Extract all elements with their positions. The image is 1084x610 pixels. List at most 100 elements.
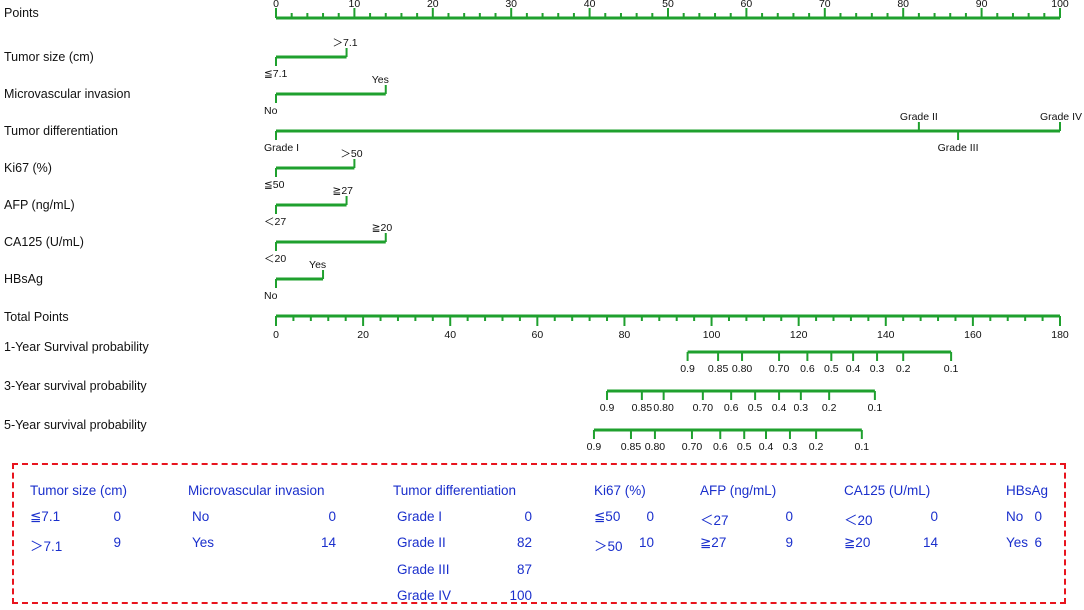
variable-level-label: ＜20 <box>264 253 286 265</box>
variable-level-label: ＞50 <box>340 148 362 160</box>
variable-row-label: Microvascular invasion <box>4 87 130 101</box>
legend-level-name: ＜20 <box>844 513 873 528</box>
survival-tick-label: 0.80 <box>732 363 753 375</box>
variable-row-label: AFP (ng/mL) <box>4 198 75 212</box>
legend-level-points: 0 <box>646 509 654 524</box>
variable-level-label: Grade II <box>900 111 938 123</box>
survival-tick-label: 0.2 <box>896 363 911 375</box>
survival-tick-label: 0.5 <box>824 363 839 375</box>
survival-tick-label: 0.80 <box>653 402 674 414</box>
legend-level-name: No <box>1006 509 1024 524</box>
legend-level-points: 6 <box>1034 535 1042 550</box>
survival-tick-label: 0.80 <box>645 441 666 453</box>
legend-column-header: Ki67 (%) <box>594 483 646 498</box>
legend-level-name: Yes <box>1006 535 1029 550</box>
legend-level-points: 0 <box>328 509 336 524</box>
legend-level-name: ＞7.1 <box>30 539 63 554</box>
survival-tick-label: 0.9 <box>680 363 695 375</box>
survival-row-label: 5-Year survival probability <box>4 418 147 432</box>
legend-column-header: CA125 (U/mL) <box>844 483 931 498</box>
total-points-tick-label: 60 <box>531 329 543 341</box>
survival-tick-label: 0.70 <box>693 402 714 414</box>
legend-level-points: 100 <box>509 588 532 603</box>
points-tick-label: 60 <box>741 0 753 10</box>
variable-level-label: Yes <box>309 259 326 271</box>
legend-column-header: Tumor differentiation <box>393 483 517 498</box>
points-tick-label: 90 <box>976 0 988 10</box>
variable-level-label: No <box>264 290 278 302</box>
legend-level-name: Grade III <box>397 562 450 577</box>
survival-tick-label: 0.6 <box>800 363 815 375</box>
variable-row-label: Ki67 (%) <box>4 161 52 175</box>
survival-tick-label: 0.85 <box>632 402 653 414</box>
variable-level-label: Grade III <box>938 142 979 154</box>
variable-level-label: ＞7.1 <box>333 37 358 49</box>
variable-level-label: ≦50 <box>264 179 285 191</box>
legend-level-points: 0 <box>524 509 532 524</box>
legend-level-name: Yes <box>192 535 215 550</box>
survival-tick-label: 0.70 <box>682 441 703 453</box>
total-points-tick-label: 180 <box>1051 329 1069 341</box>
legend-level-name: ≧27 <box>700 535 727 550</box>
total-points-tick-label: 0 <box>273 329 279 341</box>
survival-tick-label: 0.3 <box>870 363 885 375</box>
points-tick-label: 30 <box>505 0 517 10</box>
legend-level-name: ＜27 <box>700 513 729 528</box>
legend-level-points: 0 <box>930 509 938 524</box>
total-points-tick-label: 160 <box>964 329 982 341</box>
variable-level-label: ≧27 <box>333 185 354 197</box>
legend-level-points: 9 <box>113 535 121 550</box>
survival-tick-label: 0.4 <box>759 441 774 453</box>
total-points-tick-label: 20 <box>357 329 369 341</box>
variable-level-label: Yes <box>372 74 389 86</box>
variable-row-label: HBsAg <box>4 272 43 286</box>
legend-level-points: 14 <box>922 535 938 550</box>
legend-level-points: 9 <box>785 535 793 550</box>
total-points-row-label: Total Points <box>4 310 69 324</box>
total-points-tick-label: 80 <box>619 329 631 341</box>
survival-tick-label: 0.4 <box>772 402 787 414</box>
survival-tick-label: 0.1 <box>868 402 883 414</box>
points-row-label: Points <box>4 6 39 20</box>
total-points-tick-label: 100 <box>703 329 721 341</box>
legend-level-points: 14 <box>320 535 336 550</box>
legend-column-header: Tumor size (cm) <box>30 483 127 498</box>
variable-row-label: Tumor size (cm) <box>4 50 94 64</box>
legend-level-name: Grade II <box>397 535 446 550</box>
survival-tick-label: 0.3 <box>783 441 798 453</box>
total-points-tick-label: 140 <box>877 329 895 341</box>
legend-level-points: 10 <box>638 535 654 550</box>
variable-level-label: ≦7.1 <box>264 68 288 80</box>
points-tick-label: 80 <box>897 0 909 10</box>
survival-tick-label: 0.70 <box>769 363 790 375</box>
legend-level-name: ≦7.1 <box>30 509 61 524</box>
legend-level-name: Grade IV <box>397 588 452 603</box>
survival-tick-label: 0.6 <box>724 402 739 414</box>
legend-column-header: AFP (ng/mL) <box>700 483 777 498</box>
total-points-tick-label: 40 <box>444 329 456 341</box>
legend-level-name: ≧20 <box>844 535 871 550</box>
legend-level-points: 87 <box>516 562 532 577</box>
legend-level-name: Grade I <box>397 509 443 524</box>
survival-tick-label: 0.2 <box>822 402 837 414</box>
legend-level-points: 0 <box>1034 509 1042 524</box>
variable-row-label: CA125 (U/mL) <box>4 235 84 249</box>
survival-tick-label: 0.4 <box>846 363 861 375</box>
legend-level-name: ≦50 <box>594 509 621 524</box>
survival-tick-label: 0.1 <box>855 441 870 453</box>
survival-tick-label: 0.5 <box>748 402 763 414</box>
survival-tick-label: 0.1 <box>944 363 959 375</box>
survival-row-label: 3-Year survival probability <box>4 379 147 393</box>
total-points-tick-label: 120 <box>790 329 808 341</box>
legend-level-name: ＞50 <box>594 539 623 554</box>
survival-tick-label: 0.5 <box>737 441 752 453</box>
survival-tick-label: 0.2 <box>809 441 824 453</box>
variable-level-label: Grade IV <box>1040 111 1082 123</box>
legend-level-points: 82 <box>516 535 532 550</box>
survival-tick-label: 0.85 <box>621 441 642 453</box>
legend-level-points: 0 <box>113 509 121 524</box>
legend-level-name: No <box>192 509 210 524</box>
variable-level-label: Grade I <box>264 142 299 154</box>
